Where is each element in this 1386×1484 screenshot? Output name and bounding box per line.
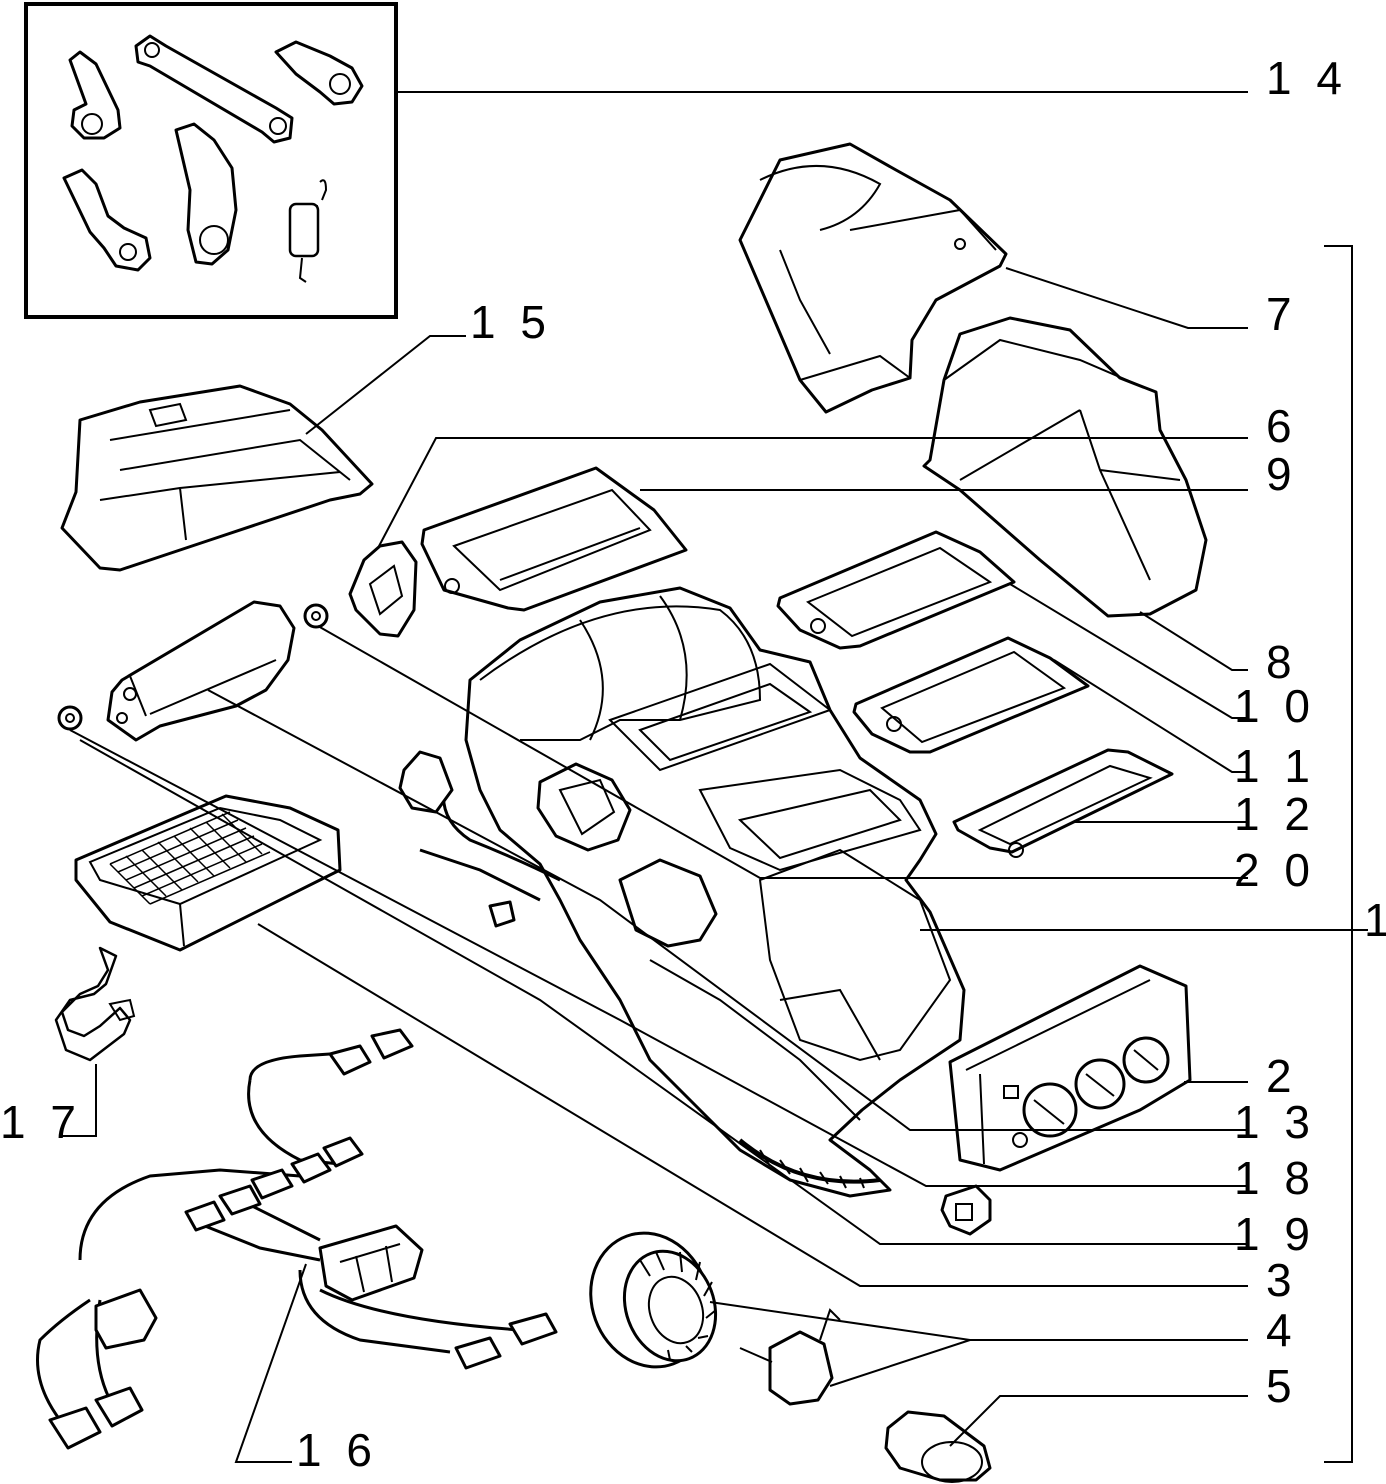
callout-6: 6 (1266, 400, 1298, 452)
linkage-kit-inset (24, 2, 398, 319)
callout-15: 1 5 (470, 296, 552, 348)
spring-icon (288, 179, 328, 283)
part-2-control-panel (948, 964, 1192, 1172)
leader-lines (62, 91, 1368, 1463)
part-15-air-duct (60, 384, 374, 572)
callout-4: 4 (1266, 1304, 1298, 1356)
callout-13: 1 3 (1234, 1096, 1316, 1148)
part-5-motor (739, 1308, 992, 1483)
callout-19: 1 9 (1234, 1208, 1316, 1260)
callout-16: 1 6 (296, 1424, 378, 1476)
part-4-blower-fan (589, 1231, 718, 1369)
callout-10: 1 0 (1234, 680, 1316, 732)
callout-5: 5 (1266, 1360, 1298, 1412)
callout-labels: 1 4 1 5 7 6 9 8 1 0 1 1 1 2 2 0 1 2 1 3 … (0, 52, 1386, 1476)
part-17-clamp (54, 946, 136, 1062)
part-3-filter (74, 794, 342, 952)
part-11-flap (852, 636, 1090, 754)
part-12-flap (952, 748, 1174, 858)
part-9-flap (420, 466, 688, 612)
callout-3: 3 (1266, 1254, 1298, 1306)
part-10-flap (776, 530, 1016, 650)
callout-12: 1 2 (1234, 788, 1316, 840)
part-16-wiring-harness (36, 1028, 558, 1450)
part-cylinder-cover (106, 600, 296, 742)
part-6-gasket (348, 540, 418, 638)
washer-small (57, 603, 329, 731)
callout-1: 1 (1364, 894, 1386, 946)
callout-2: 2 (1266, 1050, 1298, 1102)
part-7-air-cover (738, 142, 1008, 414)
callout-9: 9 (1266, 448, 1298, 500)
callout-7: 7 (1266, 288, 1298, 340)
part-8-duct-shell (922, 316, 1208, 618)
callout-11: 1 1 (1234, 740, 1316, 792)
callout-18: 1 8 (1234, 1152, 1316, 1204)
callout-20: 2 0 (1234, 844, 1316, 896)
callout-8: 8 (1266, 636, 1298, 688)
part-1-heater-housing (398, 586, 992, 1236)
callout-17: 1 7 (0, 1096, 82, 1148)
callout-14: 1 4 (1266, 52, 1348, 104)
